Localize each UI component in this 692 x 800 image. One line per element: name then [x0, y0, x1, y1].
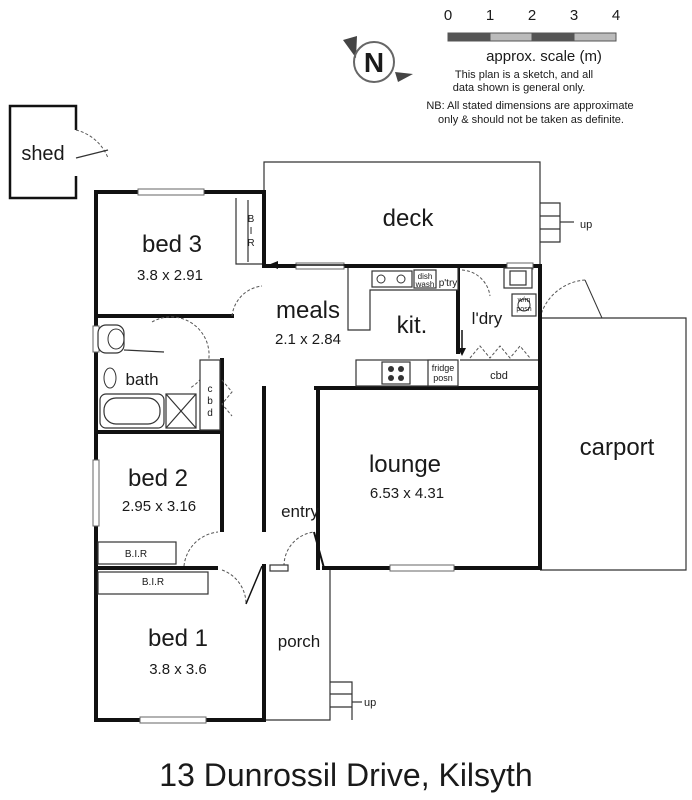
- disclaimer-line-4: only & should not be taken as definite.: [438, 114, 624, 126]
- bath-cbd-d: d: [207, 408, 213, 419]
- laundry-cbd-label: cbd: [490, 370, 508, 382]
- bed2-name: bed 2: [128, 465, 188, 492]
- bath-cbd-c: c: [208, 384, 213, 395]
- bed1-dims: 3.8 x 3.6: [149, 661, 207, 678]
- bed3-name: bed 3: [142, 231, 202, 258]
- bed2-dims: 2.95 x 3.16: [122, 498, 196, 515]
- scale-tick-0: 0: [444, 7, 452, 24]
- plan-title: 13 Dunrossil Drive, Kilsyth: [159, 757, 532, 793]
- kitchen: dish wash p'try fridge posn kit.: [347, 268, 459, 387]
- meals-name: meals: [276, 297, 340, 324]
- lounge-dims: 6.53 x 4.31: [370, 485, 444, 502]
- disclaimer-line-1: This plan is a sketch, and all: [455, 69, 593, 81]
- bed1-name: bed 1: [148, 625, 208, 652]
- kitchen-fridge-label: fridge: [432, 363, 455, 373]
- bath: bath c b d: [97, 316, 233, 431]
- porch-steps: [330, 681, 362, 720]
- deck-label: deck: [383, 205, 435, 232]
- scale-tick-4: 4: [612, 7, 620, 24]
- kitchen-dish-label: dish: [418, 272, 433, 281]
- porch-up-label: up: [364, 697, 376, 709]
- disclaimer: This plan is a sketch, and all data show…: [426, 69, 633, 126]
- lounge-name: lounge: [369, 451, 441, 478]
- entry: entry: [269, 502, 325, 572]
- bed3-dims: 3.8 x 2.91: [137, 267, 203, 284]
- carport: carport: [539, 279, 687, 571]
- laundry: w/m posn cbd l'dry: [458, 267, 538, 382]
- scale-tick-2: 2: [528, 7, 536, 24]
- bed3-bir-b: B: [248, 214, 255, 225]
- scale-tick-1: 1: [486, 7, 494, 24]
- meals-dims: 2.1 x 2.84: [275, 331, 341, 348]
- bed3-bir-i: I: [250, 226, 253, 237]
- laundry-wm-label: w/m: [517, 297, 531, 304]
- deck-arrow: [268, 261, 346, 269]
- laundry-wm-posn-label: posn: [516, 306, 531, 313]
- laundry-label: l'dry: [472, 309, 503, 328]
- bed3: B I R bed 3 3.8 x 2.91: [137, 198, 263, 317]
- shed: shed: [8, 104, 109, 200]
- entry-label: entry: [281, 502, 319, 521]
- bath-cbd-b: b: [207, 396, 213, 407]
- windows: [92, 188, 534, 724]
- disclaimer-line-2: data shown is general only.: [453, 82, 586, 94]
- kitchen-pantry-label: p'try: [439, 278, 458, 289]
- bed1-bir-label: B.I.R: [142, 577, 164, 588]
- north-compass-icon: N: [343, 36, 413, 83]
- lounge: lounge 6.53 x 4.31: [369, 451, 444, 502]
- porch: up porch: [264, 570, 376, 721]
- bed3-bir-r: R: [247, 238, 254, 249]
- kitchen-label: kit.: [397, 312, 428, 339]
- porch-label: porch: [278, 632, 321, 651]
- deck: deck up: [263, 161, 592, 266]
- carport-label: carport: [580, 434, 655, 461]
- bed2-bir-label: B.I.R: [125, 549, 147, 560]
- bath-label: bath: [125, 370, 158, 389]
- kitchen-fridge-posn-label: posn: [433, 373, 453, 383]
- scale-tick-3: 3: [570, 7, 578, 24]
- shed-label: shed: [21, 143, 64, 165]
- scale-label: approx. scale (m): [486, 48, 602, 65]
- kitchen-wash-label: wash: [415, 280, 435, 289]
- bed1: B.I.R bed 1 3.8 x 3.6: [97, 565, 263, 678]
- meals: meals 2.1 x 2.84: [275, 297, 341, 348]
- disclaimer-line-3: NB: All stated dimensions are approximat…: [426, 100, 633, 112]
- scale-bar: 0 1 2 3 4 approx. scale (m): [444, 7, 620, 65]
- deck-steps: [540, 202, 574, 243]
- bed2: B.I.R bed 2 2.95 x 3.16: [97, 465, 219, 567]
- deck-up-label: up: [580, 219, 592, 231]
- compass-letter: N: [364, 47, 384, 78]
